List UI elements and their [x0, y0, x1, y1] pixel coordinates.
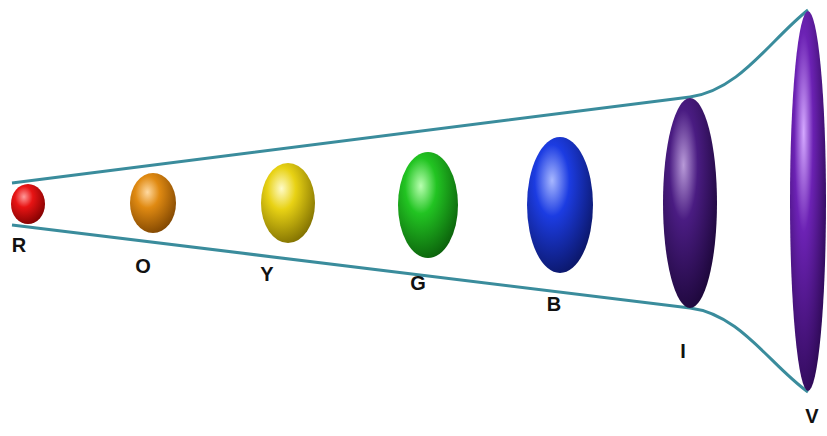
letter-label: R [12, 234, 26, 256]
green-ellipsoid [398, 152, 458, 258]
letter-label: V [805, 405, 818, 427]
letter-label: I [680, 340, 686, 362]
letter-label: B [547, 293, 561, 315]
letter-label: Y [260, 263, 273, 285]
letter-label: G [410, 272, 426, 294]
letter-label: O [135, 255, 151, 277]
yellow-ellipsoid [261, 163, 315, 243]
red-ellipsoid [11, 184, 45, 224]
orange-ellipsoid [130, 173, 176, 233]
blue-ellipsoid [527, 137, 593, 273]
indigo-ellipsoid [663, 98, 717, 308]
violet-ellipsoid [790, 11, 826, 391]
